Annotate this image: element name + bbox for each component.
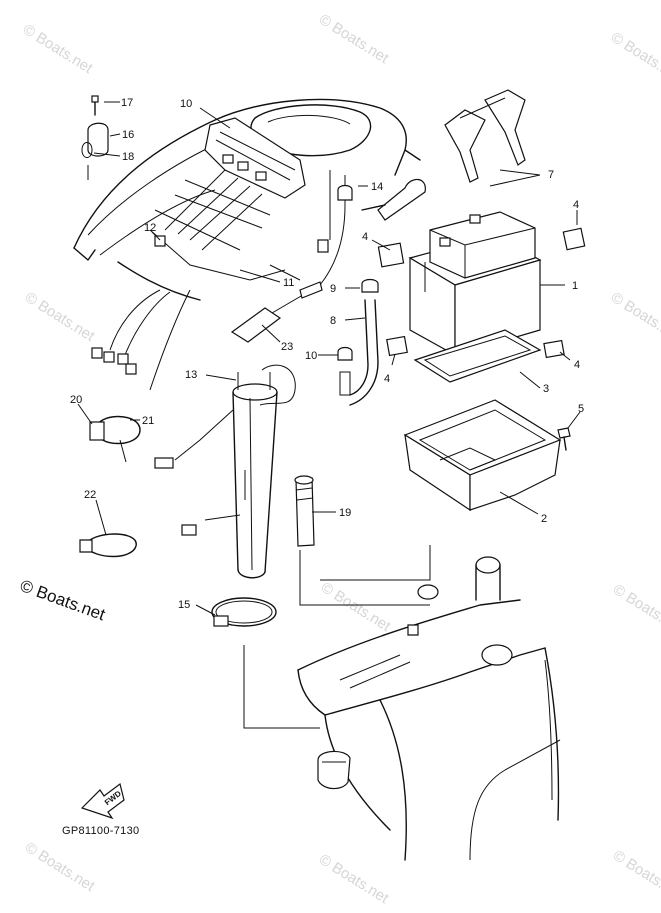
sensor <box>294 475 315 547</box>
wire-harness <box>154 169 301 281</box>
callout-15: 14 <box>371 181 383 193</box>
drawing-code: GP81100-7130 <box>62 825 140 837</box>
battery <box>408 211 542 357</box>
callout-9: 10 <box>305 350 317 362</box>
callout-7: 8 <box>330 315 336 327</box>
callout-21: 18 <box>122 151 134 163</box>
bolt <box>557 427 571 451</box>
callout-22: 22 <box>84 489 96 501</box>
leader-lines <box>243 470 431 729</box>
callout-4-bottom: 4 <box>384 373 390 385</box>
callouts: 17 16 18 10 12 11 14 23 7 4 4 1 9 8 10 4 <box>70 97 584 616</box>
watermark-text: © Boats.net <box>20 21 96 78</box>
callout-11: 11 <box>283 277 294 289</box>
band <box>211 597 277 627</box>
battery-mat <box>413 329 542 383</box>
watermark-text: © Boats.net <box>316 851 392 908</box>
callout-4-top: 4 <box>573 199 579 211</box>
meter-assembly <box>204 117 306 199</box>
fwd-arrow-icon: FWD <box>80 782 125 820</box>
battery-cable <box>230 170 426 343</box>
callout-8: 9 <box>330 283 336 295</box>
callout-3: 3 <box>543 383 549 395</box>
battery-box <box>403 399 562 512</box>
lower-hull <box>297 556 561 861</box>
fuel-sender <box>154 364 296 579</box>
meter-bracket-group <box>81 95 109 180</box>
callout-6: 7 <box>548 169 554 181</box>
callout-23: 23 <box>281 341 293 353</box>
cable-tie <box>79 533 137 558</box>
callout-20: 17 <box>121 97 133 109</box>
callout-10: 10 <box>180 98 192 110</box>
holder-band <box>89 415 141 463</box>
callout-12: 12 <box>144 222 156 234</box>
breather-hose <box>337 278 379 406</box>
callout-4-left: 4 <box>362 231 368 243</box>
watermark-text: © Boats.net <box>22 289 98 346</box>
watermark-text: © Boats.net <box>608 289 661 346</box>
pads <box>377 227 586 359</box>
callout-4-right: 4 <box>574 359 580 371</box>
watermark-text: © Boats.net <box>610 581 661 638</box>
watermark-text: © Boats.net <box>22 839 98 896</box>
callout-16: 19 <box>339 507 351 519</box>
hull-upper-outline <box>73 98 421 301</box>
callout-2: 2 <box>541 513 547 525</box>
watermark-text: © Boats.net <box>318 579 394 636</box>
callout-1: 1 <box>572 280 578 292</box>
left-wiring <box>91 289 191 391</box>
callout-17: 20 <box>70 394 82 406</box>
watermark-text: © Boats.net <box>610 847 661 904</box>
battery-band <box>444 89 526 183</box>
callout-18: 21 <box>142 415 154 427</box>
watermark-text: © Boats.net <box>608 29 661 86</box>
callout-14: 15 <box>178 599 190 611</box>
watermark-text: © Boats.net <box>316 11 392 68</box>
callout-13: 13 <box>185 369 197 381</box>
callout-19: 16 <box>122 129 134 141</box>
callout-5: 5 <box>578 403 584 415</box>
